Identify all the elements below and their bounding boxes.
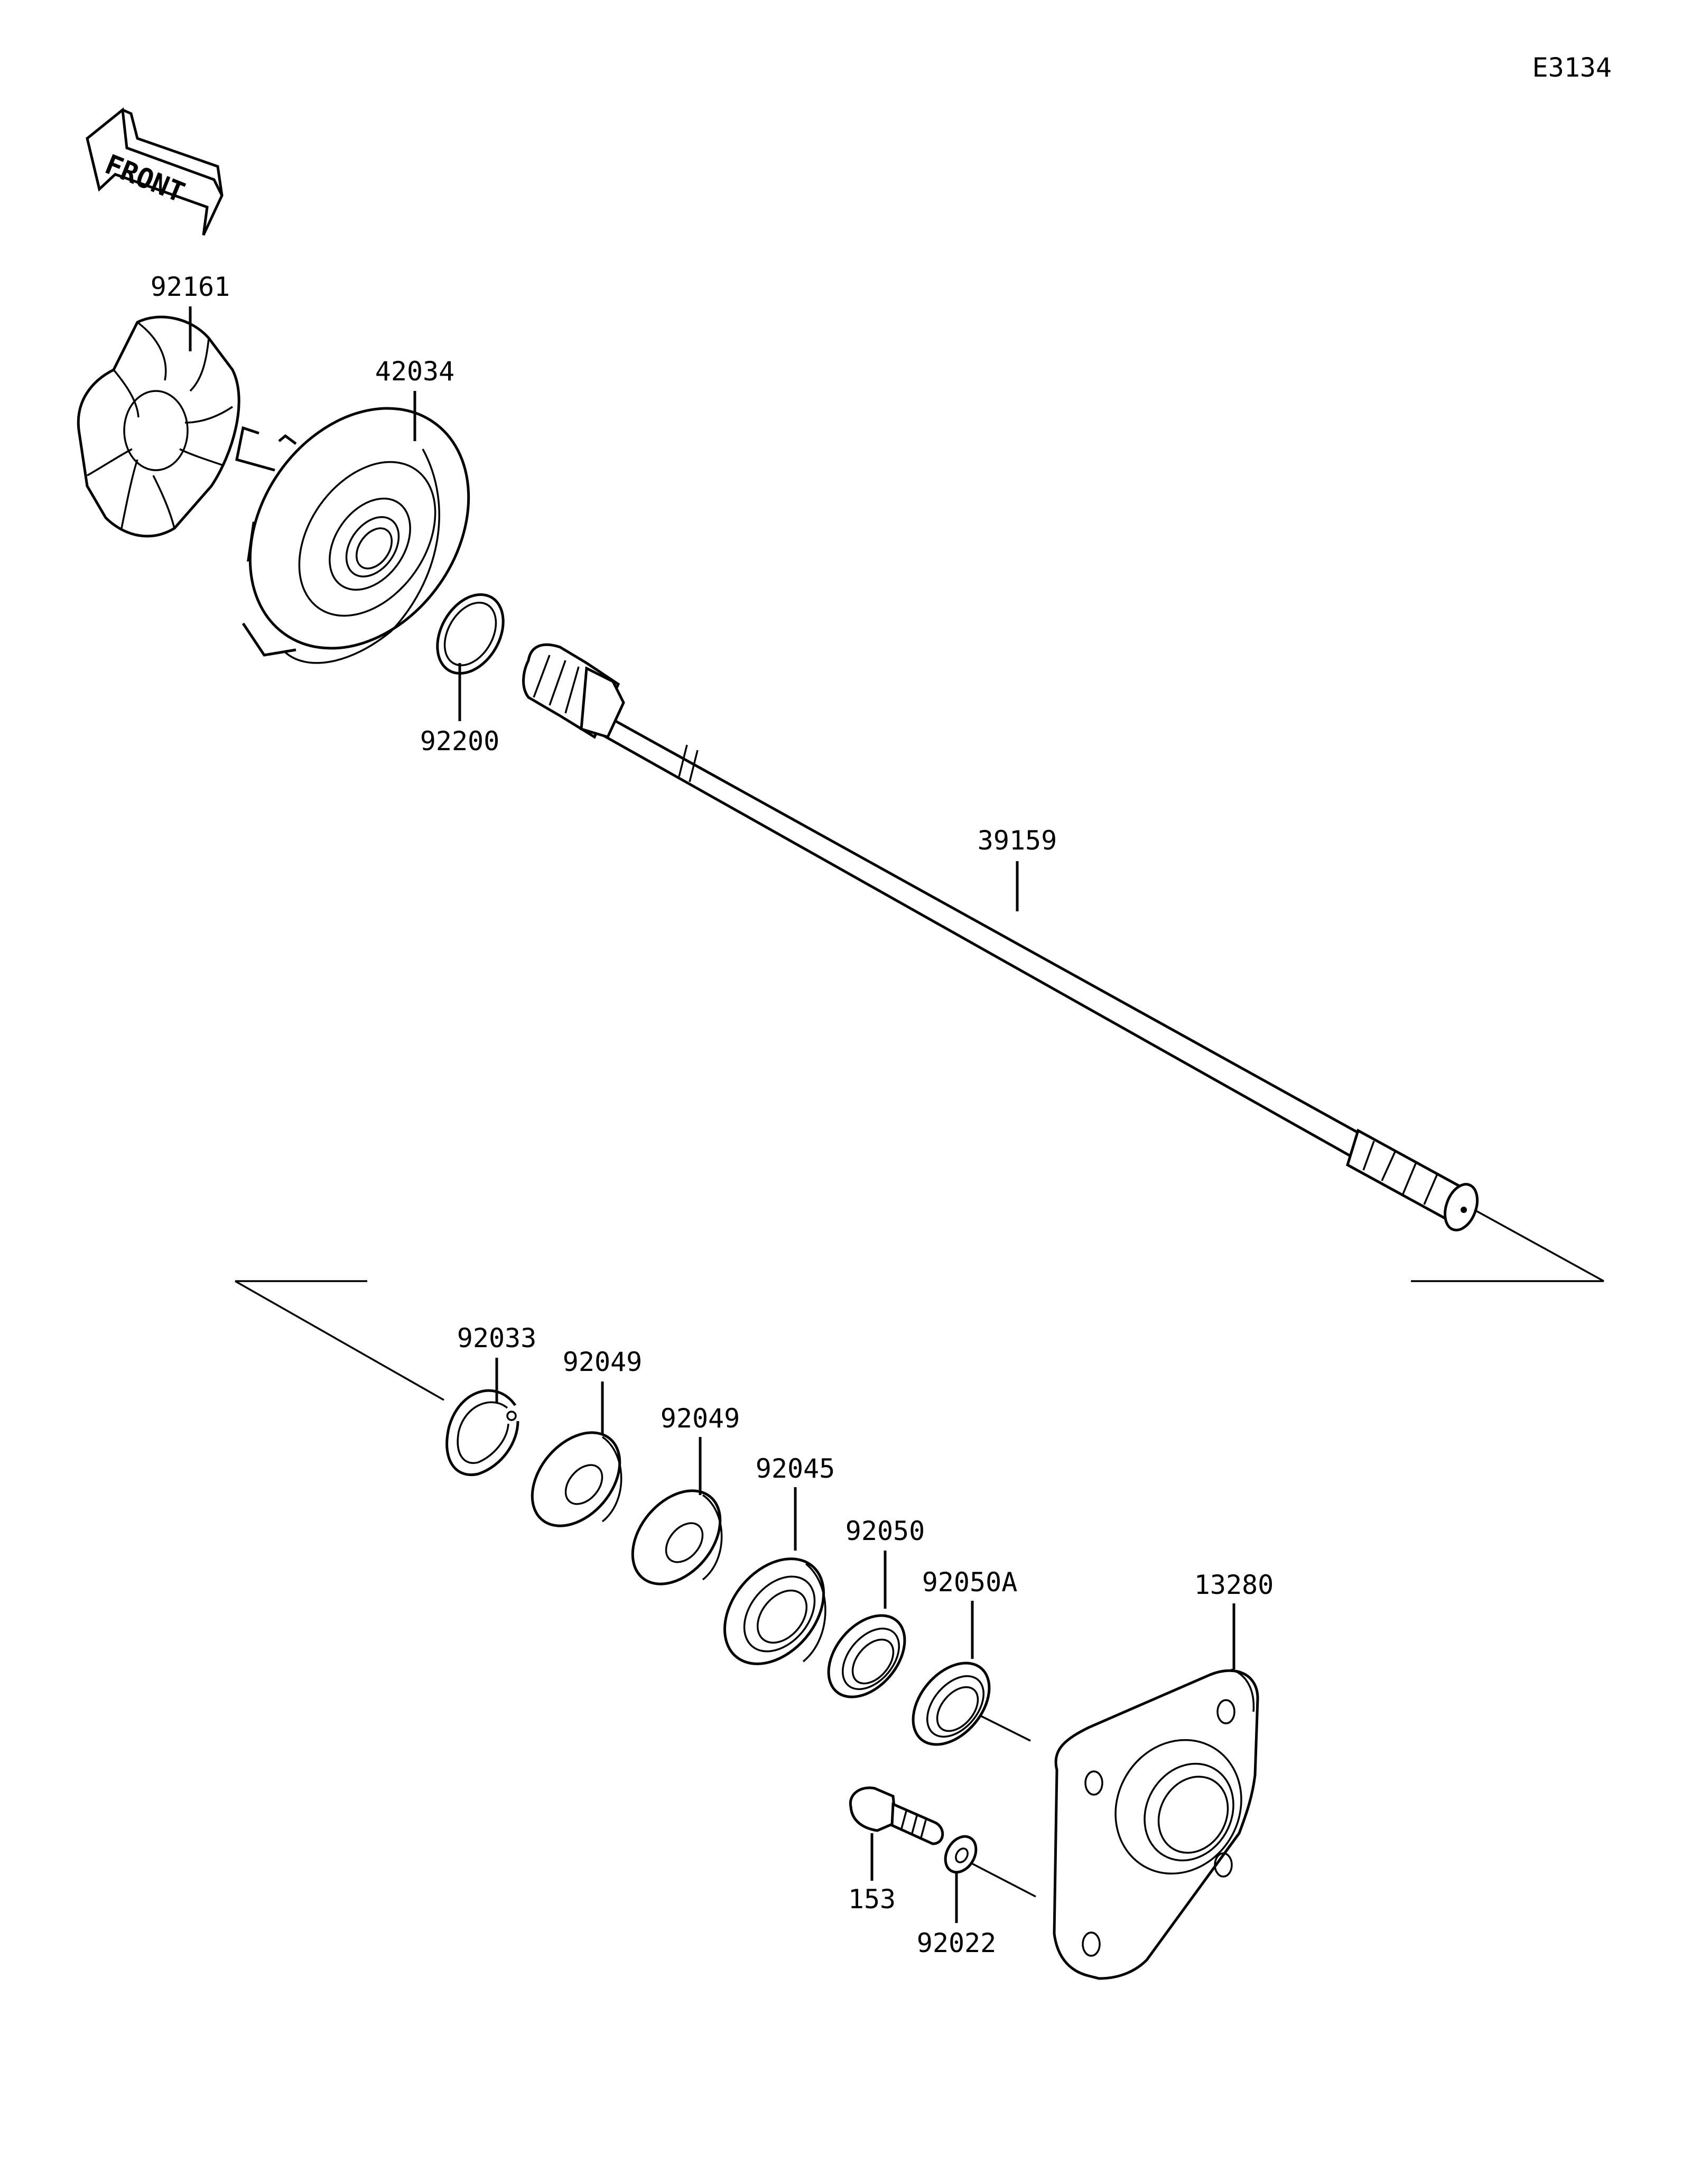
part-label-92045: 92045 [756,1453,835,1484]
front-label: FRONT [100,148,189,209]
part-label-42034: 42034 [375,356,455,387]
part-label-13280: 13280 [1194,1570,1274,1600]
part-label-92033: 92033 [457,1323,537,1354]
part-label-39159: 39159 [978,825,1057,856]
part-label-153: 153 [848,1884,896,1915]
oil-seal-a-part [531,1431,622,1527]
part-label-92049a: 92049 [563,1347,643,1377]
oil-seal-b-part [631,1489,723,1585]
front-arrow-icon: FRONT [86,107,224,236]
drive-shaft-part [522,643,1479,1231]
oil-seal-92050a-part [912,1662,991,1746]
diagram-code: E3134 [1532,52,1612,83]
washer-92200-part [436,593,505,675]
part-label-92050a: 92050A [922,1567,1018,1598]
damper-rubber-part [77,315,240,538]
part-label-92200: 92200 [420,726,500,757]
oil-seal-92050-part [827,1614,906,1698]
impeller-part [235,407,470,664]
part-label-92049b: 92049 [661,1403,740,1434]
circlip-part [445,1389,519,1476]
shaft-axis-guide [235,1209,1604,1898]
ball-bearing-part [723,1557,826,1665]
part-label-92022: 92022 [917,1928,997,1958]
part-label-92050: 92050 [846,1516,925,1546]
cover-plate-part [1053,1668,1259,1980]
washer-92022-part [944,1835,978,1874]
bolt-part [849,1786,944,1845]
part-label-92161: 92161 [151,272,230,302]
